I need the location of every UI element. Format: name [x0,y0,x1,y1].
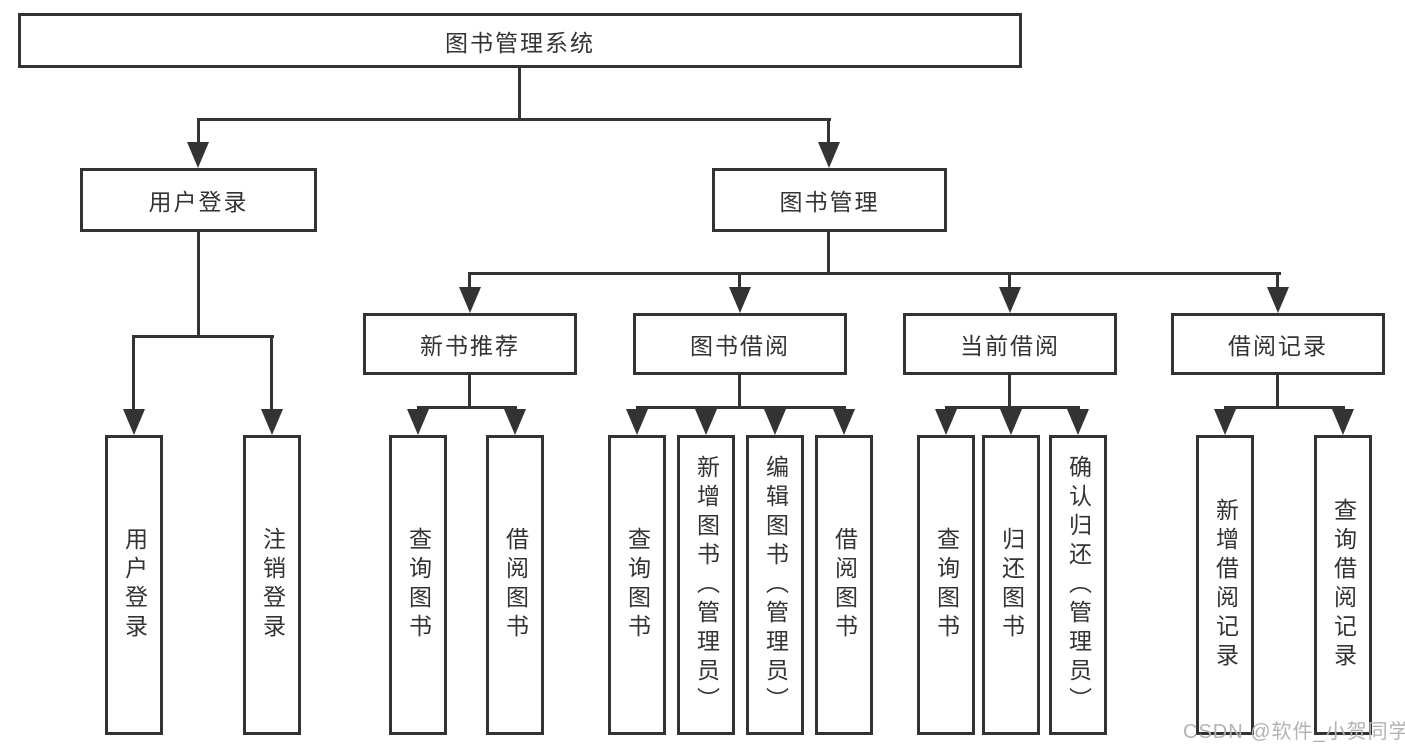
arrow-down-icon [935,409,957,435]
node-user-login: 用户登录 [80,168,317,232]
connector-line [636,406,846,409]
arrow-down-icon [1214,409,1236,435]
leaf-add-books-admin: 新增图书（管理员） [677,435,735,735]
connector-line [197,118,200,144]
arrow-down-icon [261,409,283,435]
arrow-down-icon [1067,409,1089,435]
arrow-down-icon [626,409,648,435]
arrow-down-icon [1000,409,1022,435]
arrow-down-icon [407,409,429,435]
connector-line [468,272,471,289]
node-label: 借阅图书 [831,527,858,643]
node-label: 归还图书 [998,527,1025,643]
leaf-borrow-books-borrow: 借阅图书 [815,435,873,735]
connector-line [132,335,274,338]
node-library-system: 图书管理系统 [18,13,1022,68]
arrow-down-icon [1267,287,1289,313]
connector-line [827,118,830,144]
connector-line [132,335,135,411]
leaf-add-borrow-record: 新增借阅记录 [1196,435,1254,735]
leaf-query-books-borrow: 查询图书 [608,435,666,735]
node-borrowing-records: 借阅记录 [1171,313,1385,375]
connector-line [738,375,741,409]
csdn-watermark: CSDN @软件_小贺同学 [1183,721,1405,743]
node-label: 查询借阅记录 [1330,498,1357,672]
connector-line [417,406,517,409]
connector-line [270,335,273,411]
connector-line [1276,375,1279,409]
connector-line [1008,272,1011,289]
connector-line [468,375,471,409]
connector-line [468,272,1281,275]
arrow-down-icon [729,287,751,313]
leaf-return-books: 归还图书 [982,435,1040,735]
connector-line [1276,272,1279,289]
arrow-down-icon [504,409,526,435]
leaf-logout-login: 注销登录 [243,435,301,735]
node-label: 图书管理系统 [445,29,595,56]
arrow-down-icon [818,142,840,168]
node-book-borrowing: 图书借阅 [633,313,847,375]
node-book-management: 图书管理 [712,168,947,232]
leaf-query-books-current: 查询图书 [917,435,975,735]
connector-line [827,232,830,272]
leaf-query-borrow-record: 查询借阅记录 [1314,435,1372,735]
node-label: 新增图书（管理员） [693,454,720,716]
node-label: 查询图书 [405,527,432,643]
connector-line [518,68,521,118]
connector-line [1008,375,1011,409]
connector-line [738,272,741,289]
node-label: 确认归还（管理员） [1065,454,1092,716]
leaf-query-books-newrec: 查询图书 [389,435,447,735]
node-label: 图书借阅 [690,333,790,359]
arrow-down-icon [695,409,717,435]
node-label: 用户登录 [121,527,148,643]
connector-line [197,118,831,121]
connector-line [197,232,200,335]
node-label: 新书推荐 [420,333,520,359]
arrow-down-icon [764,409,786,435]
node-label: 当前借阅 [960,333,1060,359]
arrow-down-icon [833,409,855,435]
arrow-down-icon [1332,409,1354,435]
leaf-confirm-return-admin: 确认归还（管理员） [1049,435,1107,735]
leaf-edit-books-admin: 编辑图书（管理员） [746,435,804,735]
arrow-down-icon [999,287,1021,313]
node-new-book-recommend: 新书推荐 [363,313,577,375]
leaf-borrow-books-newrec: 借阅图书 [486,435,544,735]
node-label: 图书管理 [779,189,880,215]
node-label: 查询图书 [933,527,960,643]
leaf-user-login: 用户登录 [105,435,163,735]
node-label: 查询图书 [624,527,651,643]
arrow-down-icon [187,142,209,168]
node-current-borrowing: 当前借阅 [903,313,1117,375]
node-label: 用户登录 [148,189,249,215]
node-label: 借阅图书 [502,527,529,643]
arrow-down-icon [123,409,145,435]
connector-line [1224,406,1345,409]
arrow-down-icon [459,287,481,313]
node-label: 注销登录 [259,527,286,643]
node-label: 借阅记录 [1228,333,1328,359]
node-label: 编辑图书（管理员） [762,454,789,716]
node-label: 新增借阅记录 [1212,498,1239,672]
connector-line [945,406,1080,409]
